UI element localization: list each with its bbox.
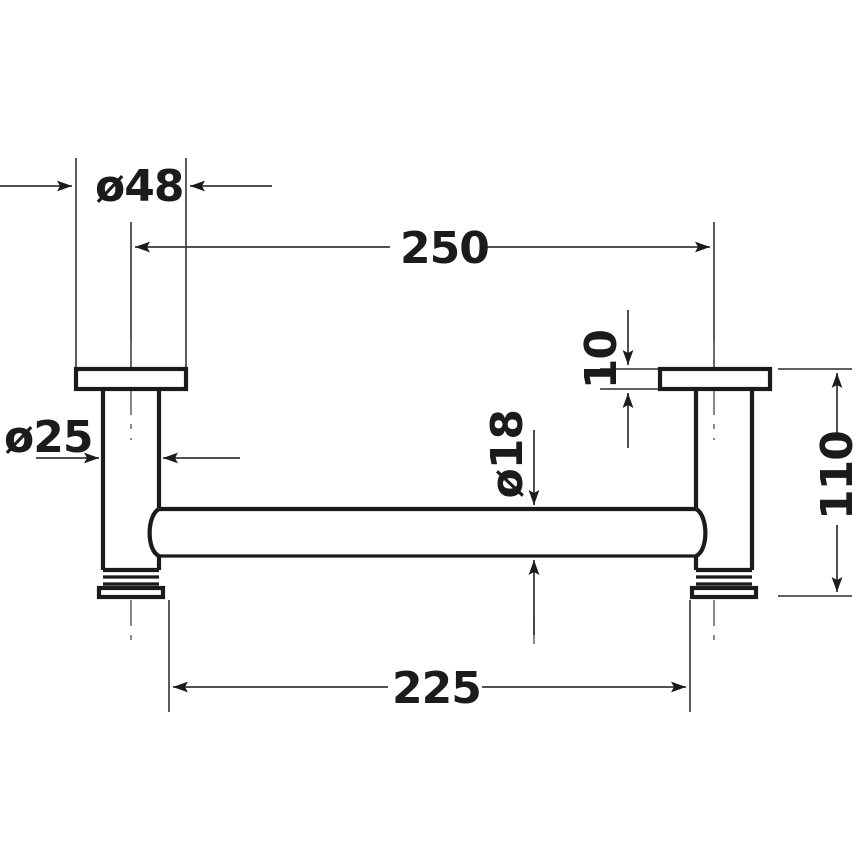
bar-right-fillet (694, 507, 708, 558)
extension-lines (75, 158, 852, 712)
dimension-post-diameter: ø25 (4, 412, 240, 464)
dimension-overall-length: 250 (135, 223, 710, 274)
dimension-flange-thickness: 10 (576, 310, 634, 448)
left-flange-plate (73, 366, 189, 392)
right-post-assembly (657, 366, 773, 600)
bar-left-fillet (147, 507, 161, 558)
right-flange-plate (657, 366, 773, 392)
left-post-assembly (73, 366, 189, 600)
dim-label-flange-diameter: ø48 (95, 161, 183, 212)
dim-label-projection-height: 110 (812, 431, 863, 520)
dimension-flange-diameter: ø48 (0, 161, 272, 212)
dim-label-post-diameter: ø25 (4, 412, 92, 463)
left-post-foot-rings (96, 567, 166, 600)
dimension-bar-length: 225 (173, 663, 686, 714)
dimension-bar-diameter: ø18 (482, 410, 540, 635)
dim-label-flange-thickness: 10 (576, 330, 627, 389)
dimension-projection-height: 110 (812, 373, 863, 592)
dim-label-bar-diameter: ø18 (482, 410, 533, 498)
right-post-foot-rings (689, 567, 759, 600)
dim-label-overall-length: 250 (400, 223, 489, 274)
horizontal-towel-bar (147, 506, 708, 558)
dim-label-bar-length: 225 (392, 663, 481, 714)
